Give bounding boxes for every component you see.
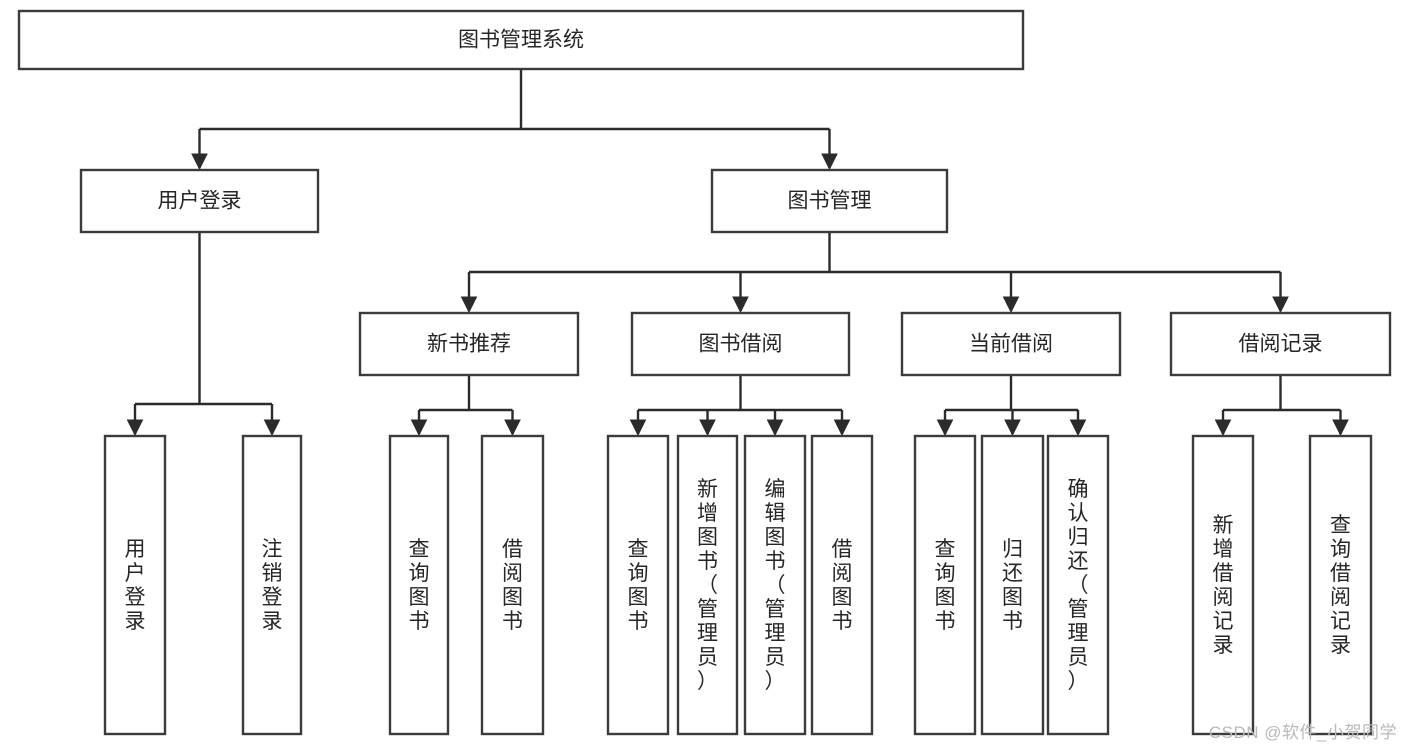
- node-box: [980, 434, 1045, 736]
- node-label: 图书管理: [788, 190, 872, 213]
- node-label: 新增借阅记录: [1213, 514, 1234, 657]
- node-label: 借阅图书: [832, 538, 853, 633]
- node-leaf-0[interactable]: 用户登录: [103, 434, 167, 736]
- node-leaf-3[interactable]: 借阅图书: [480, 434, 545, 736]
- node-box: [606, 434, 670, 736]
- node-layer: 图书管理系统用户登录图书管理新书推荐图书借阅当前借阅借阅记录用户登录注销登录查询…: [17, 9, 1392, 736]
- node-box: [810, 434, 874, 736]
- node-leaf-12[interactable]: 查询借阅记录: [1308, 434, 1373, 736]
- node-leaf-9[interactable]: 归还图书: [980, 434, 1045, 736]
- node-leaf-1[interactable]: 注销登录: [241, 434, 303, 736]
- node-box: [1046, 434, 1110, 736]
- node-label: 借阅图书: [502, 538, 523, 633]
- node-label: 查询借阅记录: [1330, 514, 1351, 657]
- node-label: 图书借阅: [699, 333, 783, 356]
- connector-layer: [126, 69, 1349, 437]
- node-box: [241, 434, 303, 736]
- node-box: [630, 311, 851, 377]
- node-label: 借阅记录: [1239, 333, 1323, 356]
- node-level3-当前借阅[interactable]: 当前借阅: [900, 311, 1122, 377]
- node-box: [900, 311, 1122, 377]
- node-level2-用户登录[interactable]: 用户登录: [79, 168, 320, 234]
- node-leaf-2[interactable]: 查询图书: [388, 434, 450, 736]
- node-label: 确认归还（管理员）: [1068, 478, 1089, 693]
- node-label: 归还图书: [1002, 538, 1023, 633]
- node-level3-借阅记录[interactable]: 借阅记录: [1169, 311, 1392, 377]
- node-root-图书管理系统[interactable]: 图书管理系统: [17, 9, 1025, 71]
- node-label: 新书推荐: [427, 333, 511, 356]
- node-box: [480, 434, 545, 736]
- node-leaf-6[interactable]: 编辑图书（管理员）: [743, 434, 807, 736]
- node-leaf-5[interactable]: 新增图书（管理员）: [676, 434, 739, 736]
- node-label: 新增图书（管理员）: [697, 478, 718, 693]
- csdn-watermark: CSDN @软件_小贺同学: [1208, 723, 1397, 742]
- node-leaf-8[interactable]: 查询图书: [913, 434, 977, 736]
- node-label: 图书管理系统: [458, 29, 584, 52]
- node-box: [103, 434, 167, 736]
- node-label: 当前借阅: [969, 333, 1053, 356]
- node-level2-图书管理[interactable]: 图书管理: [710, 168, 949, 234]
- node-leaf-4[interactable]: 查询图书: [606, 434, 670, 736]
- node-box: [388, 434, 450, 736]
- node-leaf-7[interactable]: 借阅图书: [810, 434, 874, 736]
- node-box: [79, 168, 320, 234]
- node-label: 查询图书: [935, 538, 956, 633]
- node-box: [17, 9, 1025, 71]
- node-box: [1191, 434, 1255, 736]
- node-level3-新书推荐[interactable]: 新书推荐: [358, 311, 580, 377]
- node-box: [1308, 434, 1373, 736]
- node-label: 查询图书: [628, 538, 649, 633]
- node-label: 查询图书: [409, 538, 430, 633]
- node-label: 用户登录: [125, 538, 146, 633]
- node-box: [358, 311, 580, 377]
- node-level3-图书借阅[interactable]: 图书借阅: [630, 311, 851, 377]
- node-leaf-11[interactable]: 新增借阅记录: [1191, 434, 1255, 736]
- node-box: [913, 434, 977, 736]
- node-label: 用户登录: [158, 190, 242, 213]
- node-box: [710, 168, 949, 234]
- node-box: [743, 434, 807, 736]
- node-leaf-10[interactable]: 确认归还（管理员）: [1046, 434, 1110, 736]
- node-box: [1169, 311, 1392, 377]
- node-label: 编辑图书（管理员）: [765, 478, 786, 693]
- node-box: [676, 434, 739, 736]
- node-label: 注销登录: [262, 538, 283, 633]
